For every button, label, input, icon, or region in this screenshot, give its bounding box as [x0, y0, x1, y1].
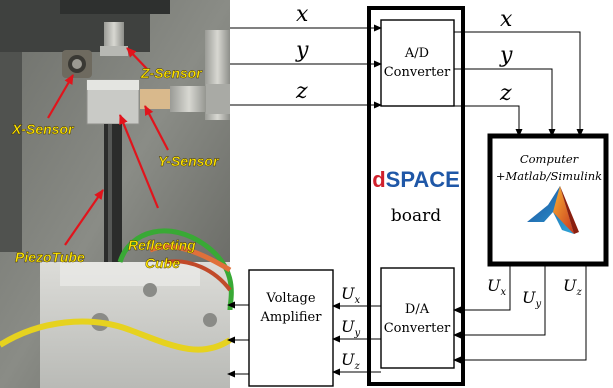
piezo-tube-label: PiezoTube	[15, 249, 85, 265]
dspace-brand-rest: SPACE	[386, 167, 460, 192]
y-sensor-arrow	[144, 105, 169, 151]
x-sensor-label: X-Sensor	[11, 121, 75, 137]
uy-computer-label: Uy	[522, 288, 541, 310]
z-ad-output-label: z	[499, 81, 512, 106]
z-sensor-arrow	[126, 47, 149, 71]
x-ad-to-computer-line	[454, 31, 584, 137]
uz-computer-label: Uz	[563, 276, 582, 298]
dspace-board-label: board	[391, 206, 441, 226]
amplifier-label-line2: Amplifier	[260, 310, 323, 325]
computer-box	[487, 133, 609, 267]
y-input-label: y	[295, 38, 309, 63]
z-ad-to-computer-line	[454, 105, 523, 137]
ad-converter-label-line2: Converter	[384, 65, 451, 80]
computer-label-line1: Computer	[520, 152, 580, 166]
amplifier-label-line1: Voltage	[265, 291, 315, 306]
x-input-label: x	[296, 2, 309, 27]
connections	[227, 24, 587, 378]
da-converter-label-line2: Converter	[384, 321, 451, 336]
uy-da-label: Uy	[341, 317, 360, 339]
x-ad-output-label: x	[500, 7, 513, 32]
reflecting-cube-label-line1: Reflecting	[128, 237, 196, 253]
x-sensor-arrow	[47, 74, 74, 119]
z-input-label: z	[295, 79, 308, 104]
ux-computer-label: Ux	[487, 276, 506, 298]
matlab-logo-icon	[527, 186, 579, 234]
da-converter-box	[380, 267, 455, 369]
reflecting-cube-label-line2: Cube	[145, 255, 180, 271]
dspace-brand: dSPACE	[372, 167, 460, 192]
reflecting-cube-arrow	[118, 114, 160, 209]
dspace-brand-d: d	[372, 167, 385, 192]
ux-da-label: Ux	[341, 284, 360, 306]
dspace-board-box	[367, 6, 465, 386]
annotation-arrows	[47, 47, 169, 246]
computer-label-line2: +Matlab/Simulink	[496, 169, 602, 183]
da-converter-label-line1: D/A	[405, 302, 430, 317]
ad-converter-label-line1: A/D	[404, 46, 429, 61]
ad-converter-box	[380, 19, 455, 107]
uz-computer-to-da-line	[453, 264, 587, 364]
z-sensor-label: Z-Sensor	[140, 65, 203, 81]
y-ad-output-label: y	[499, 43, 513, 68]
uy-computer-to-da-line	[453, 264, 546, 339]
y-sensor-label: Y-Sensor	[158, 153, 220, 169]
y-ad-to-computer-line	[454, 68, 556, 137]
voltage-amplifier-box	[248, 269, 334, 387]
ux-computer-to-da-line	[453, 264, 511, 314]
experimental-setup-photo: Z-Sensor X-Sensor Y-Sensor PiezoTube Ref…	[0, 0, 234, 388]
uz-da-label: Uz	[341, 350, 360, 372]
piezo-tube-arrow	[64, 189, 104, 246]
